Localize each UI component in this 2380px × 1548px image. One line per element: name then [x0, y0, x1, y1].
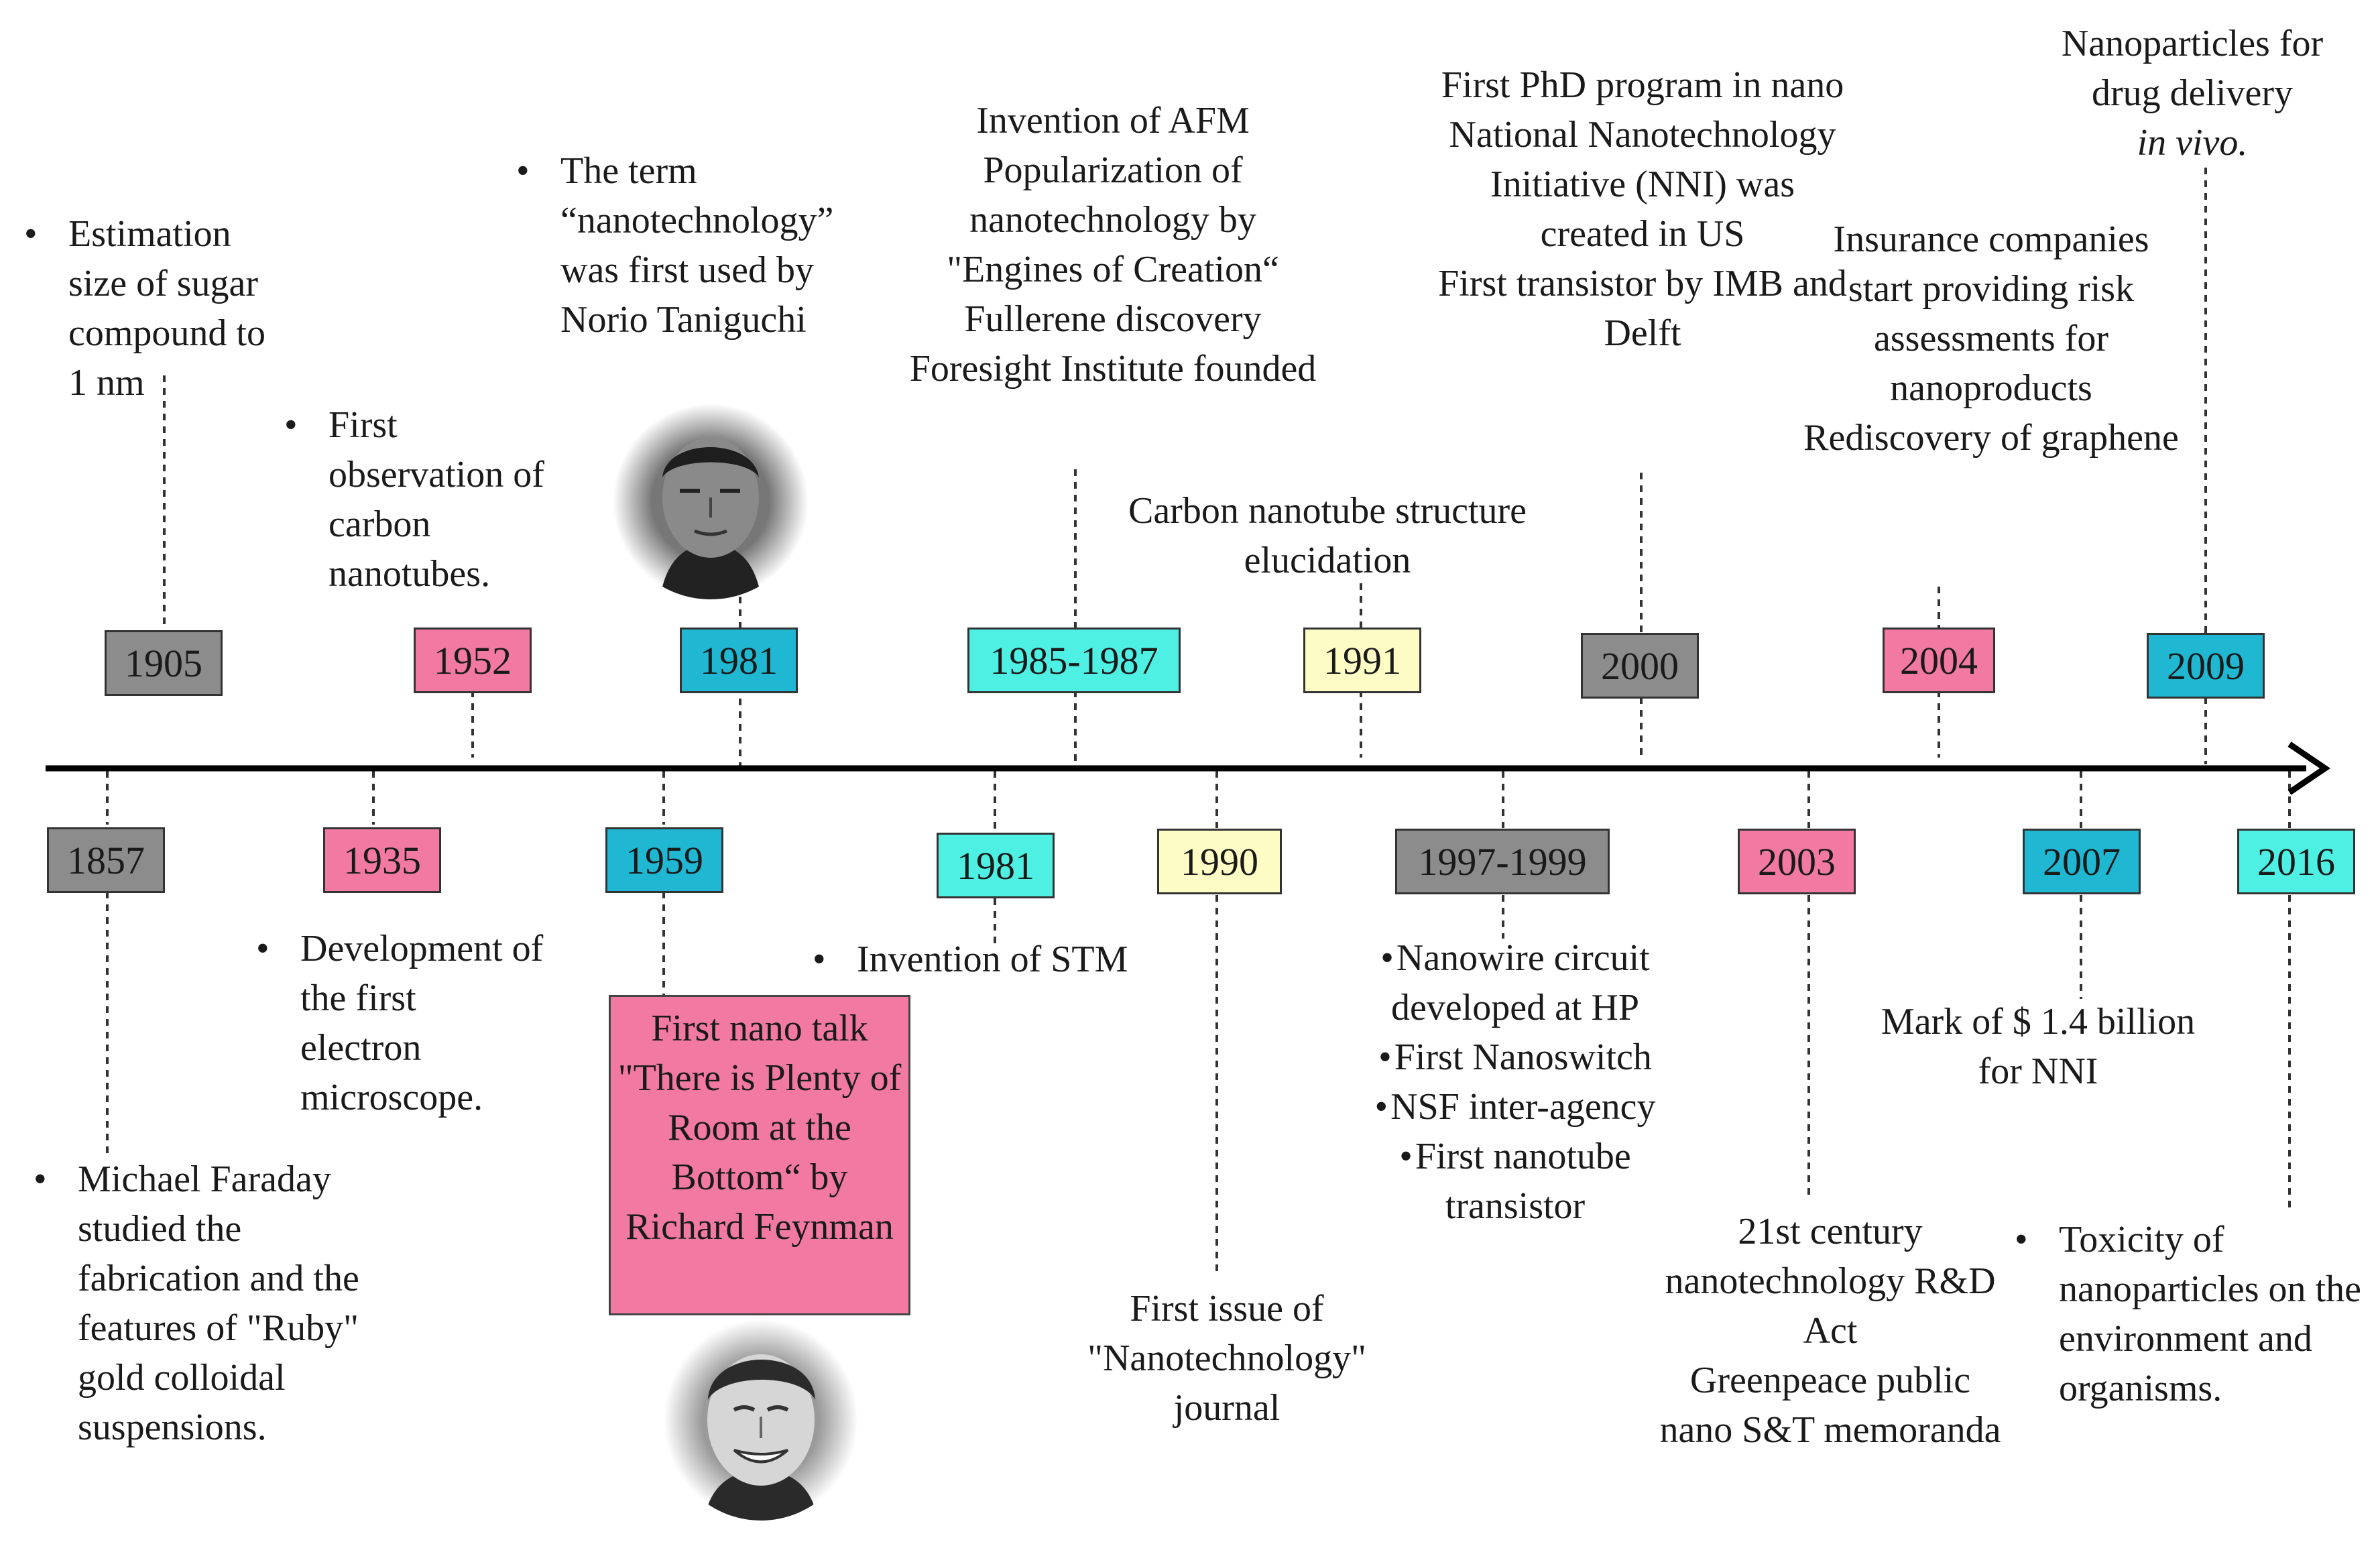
event-item: First transistor by IMB and Delft — [1438, 263, 1847, 354]
event-2003: 21st century nanotechnology R&D Act Gree… — [1656, 1207, 2005, 1455]
event-item-italic: in vivo. — [2137, 122, 2248, 164]
year-2007: 2007 — [2023, 829, 2141, 894]
event-1905: Estimation size of sugar compound to 1 n… — [24, 209, 279, 408]
taniguchi-portrait-icon — [613, 404, 809, 599]
year-2009: 2009 — [2147, 633, 2265, 699]
event-item: The term “nanotechnology” was first used… — [516, 146, 865, 345]
event-item: 21st century nanotechnology R&D Act — [1665, 1211, 1996, 1352]
event-item: First Nanoswitch — [1341, 1032, 1689, 1082]
year-1981-bottom: 1981 — [937, 833, 1055, 898]
event-1981-top: The term “nanotechnology” was first used… — [516, 146, 865, 345]
event-item: First issue of "Nanotechnology" journal — [1087, 1288, 1366, 1429]
year-1952: 1952 — [414, 628, 532, 693]
event-2009: Nanoparticles for drug delivery in vivo. — [2025, 19, 2360, 168]
event-item: Toxicity of nanoparticles on the environ… — [2015, 1215, 2363, 1413]
feynman-portrait-icon — [664, 1319, 858, 1521]
event-2016: Toxicity of nanoparticles on the environ… — [2015, 1215, 2363, 1413]
event-item: Nanoparticles for drug delivery — [2061, 23, 2324, 114]
event-item: First PhD program in nano — [1441, 64, 1844, 106]
event-item: Nanowire circuit developed at HP — [1341, 933, 1689, 1032]
year-1981-top: 1981 — [680, 628, 798, 693]
event-item: Popularization of nanotechnology by "Eng… — [947, 150, 1279, 290]
event-item: First observation of carbon nanotubes. — [284, 400, 579, 599]
year-2003: 2003 — [1738, 829, 1856, 894]
event-item: Invention of STM — [813, 935, 1188, 984]
event-2004: Insurance companies start providing risk… — [1803, 215, 2179, 463]
event-item: First nanotube transistor — [1341, 1132, 1689, 1231]
event-item: Mark of $ 1.4 billion for NNI — [1881, 1001, 2196, 1092]
event-item: Michael Faraday studied the fabrication … — [34, 1154, 382, 1452]
event-item: Carbon nanotube structure elucidation — [1128, 490, 1527, 581]
year-2004: 2004 — [1883, 628, 1995, 693]
event-1952: First observation of carbon nanotubes. — [284, 400, 579, 599]
event-1981-bottom: Invention of STM — [813, 935, 1188, 984]
event-item: NSF inter-agency — [1341, 1082, 1689, 1132]
event-2000: First PhD program in nano National Nanot… — [1435, 60, 1850, 358]
event-item: Foresight Institute founded — [909, 348, 1317, 390]
year-2016: 2016 — [2237, 829, 2355, 894]
event-item: Development of the first electron micros… — [256, 924, 544, 1122]
event-item: Fullerene discovery — [964, 298, 1262, 340]
year-2000: 2000 — [1581, 633, 1699, 699]
year-1985-1987: 1985-1987 — [967, 628, 1181, 693]
year-1959: 1959 — [605, 827, 723, 893]
event-item: Estimation size of sugar compound to 1 n… — [24, 209, 279, 408]
event-item: National Nanotechnology Initiative (NNI)… — [1449, 114, 1836, 255]
event-1935: Development of the first electron micros… — [256, 924, 544, 1122]
arrow-head-icon — [2287, 741, 2331, 795]
event-1997-1999: Nanowire circuit developed at HP First N… — [1341, 933, 1689, 1231]
event-item: Greenpeace public nano S&T memoranda — [1659, 1360, 2001, 1451]
event-item: Invention of AFM — [976, 100, 1250, 141]
year-1857: 1857 — [47, 827, 165, 893]
event-item: Rediscovery of graphene — [1803, 417, 2179, 459]
year-1935: 1935 — [323, 827, 441, 893]
event-1990: First issue of "Nanotechnology" journal — [1066, 1284, 1388, 1433]
event-1985-1987: Invention of AFM Popularization of nanot… — [905, 96, 1321, 394]
event-item: Insurance companies start providing risk… — [1833, 219, 2149, 409]
year-1991: 1991 — [1303, 628, 1421, 693]
event-1857: Michael Faraday studied the fabrication … — [34, 1154, 382, 1452]
event-1959-box: First nano talk "There is Plenty of Room… — [609, 995, 910, 1315]
year-1990: 1990 — [1157, 829, 1282, 894]
year-1905: 1905 — [105, 630, 223, 696]
event-1991: Carbon nanotube structure elucidation — [1126, 486, 1529, 585]
year-1997-1999: 1997-1999 — [1395, 829, 1610, 894]
event-2007: Mark of $ 1.4 billion for NNI — [1870, 997, 2206, 1096]
